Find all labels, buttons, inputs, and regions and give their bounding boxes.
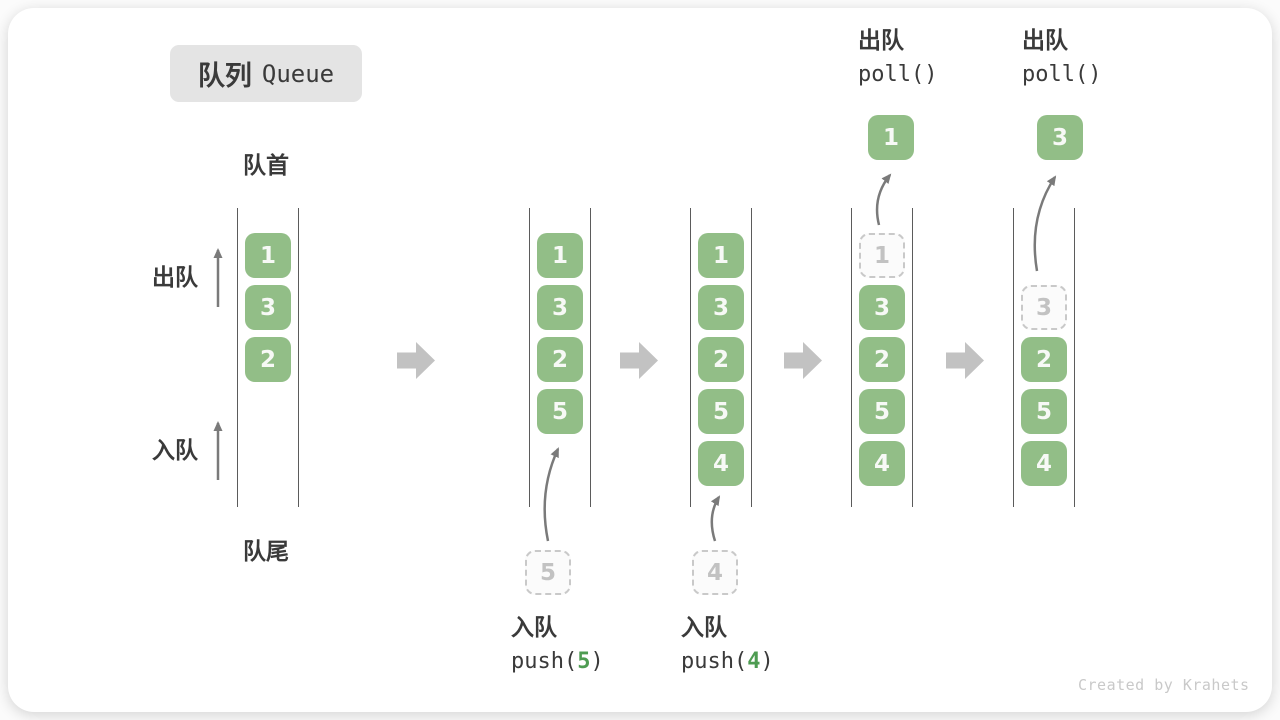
queue-cell: 2 [1021, 337, 1067, 382]
queue-rails [851, 208, 913, 507]
dequeue-op-1-label: 出队 [858, 27, 904, 53]
queue-cell: 3 [859, 285, 905, 330]
dequeue-op-1: 出队 poll() [858, 27, 938, 88]
queue-cell: 3 [245, 285, 291, 330]
enqueue-op-1-arg: 5 [577, 649, 591, 675]
queue-rails [529, 208, 591, 507]
queue-cell: 1 [698, 233, 744, 278]
queue-cell: 3 [698, 285, 744, 330]
queue-cell: 2 [859, 337, 905, 382]
enqueue-op-1-code-pre: push( [511, 649, 578, 675]
dequeue-op-2: 出队 poll() [1022, 27, 1102, 88]
incoming-element: 4 [692, 550, 738, 595]
enqueue-op-2-label: 入队 [681, 614, 727, 640]
queue-cell: 5 [859, 389, 905, 434]
label-queue-front: 队首 [243, 152, 289, 178]
step-arrow-4-icon [946, 342, 984, 379]
title-badge: 队列 Queue [170, 45, 362, 102]
enqueue-op-1: 入队 push(5) [511, 614, 604, 674]
enqueue-op-2-code-post: ) [760, 649, 774, 675]
step-arrow-2-icon [620, 342, 658, 379]
outgoing-element: 1 [868, 115, 914, 160]
dequeue-op-2-code: poll() [1022, 62, 1102, 88]
queue-cell: 2 [698, 337, 744, 382]
queue-cell: 4 [859, 441, 905, 486]
queue-cell: 1 [537, 233, 583, 278]
dequeue-op-1-code: poll() [858, 62, 938, 88]
queue-cell-ghost: 3 [1021, 285, 1067, 330]
watermark: Created by Krahets [1078, 676, 1250, 694]
step-arrow-3-icon [784, 342, 822, 379]
enqueue-op-1-label: 入队 [511, 614, 557, 640]
label-dequeue-side: 出队 [152, 264, 198, 290]
title-zh: 队列 [197, 61, 252, 91]
queue-rails [690, 208, 752, 507]
incoming-element: 5 [525, 550, 571, 595]
queue-cell: 2 [537, 337, 583, 382]
enqueue-op-2-code: push(4) [681, 649, 774, 674]
queue-cell: 5 [537, 389, 583, 434]
enqueue-op-2-code-pre: push( [681, 649, 748, 675]
queue-cell: 5 [698, 389, 744, 434]
title-en: Queue [261, 59, 335, 88]
queue-cell: 5 [1021, 389, 1067, 434]
queue-cell: 1 [245, 233, 291, 278]
outgoing-element: 3 [1037, 115, 1083, 160]
queue-cell: 4 [698, 441, 744, 486]
queue-cell-ghost: 1 [859, 233, 905, 278]
step-arrow-1-icon [397, 342, 435, 379]
enqueue-op-2: 入队 push(4) [681, 614, 774, 674]
queue-rails [237, 208, 299, 507]
queue-rails [1013, 208, 1075, 507]
dequeue-op-2-label: 出队 [1022, 27, 1068, 53]
label-enqueue-side: 入队 [152, 437, 198, 463]
enqueue-op-1-code-post: ) [590, 649, 604, 675]
label-queue-rear: 队尾 [243, 538, 289, 564]
queue-cell: 4 [1021, 441, 1067, 486]
enqueue-op-1-code: push(5) [511, 649, 604, 674]
enqueue-op-2-arg: 4 [747, 649, 761, 675]
queue-cell: 3 [537, 285, 583, 330]
queue-cell: 2 [245, 337, 291, 382]
